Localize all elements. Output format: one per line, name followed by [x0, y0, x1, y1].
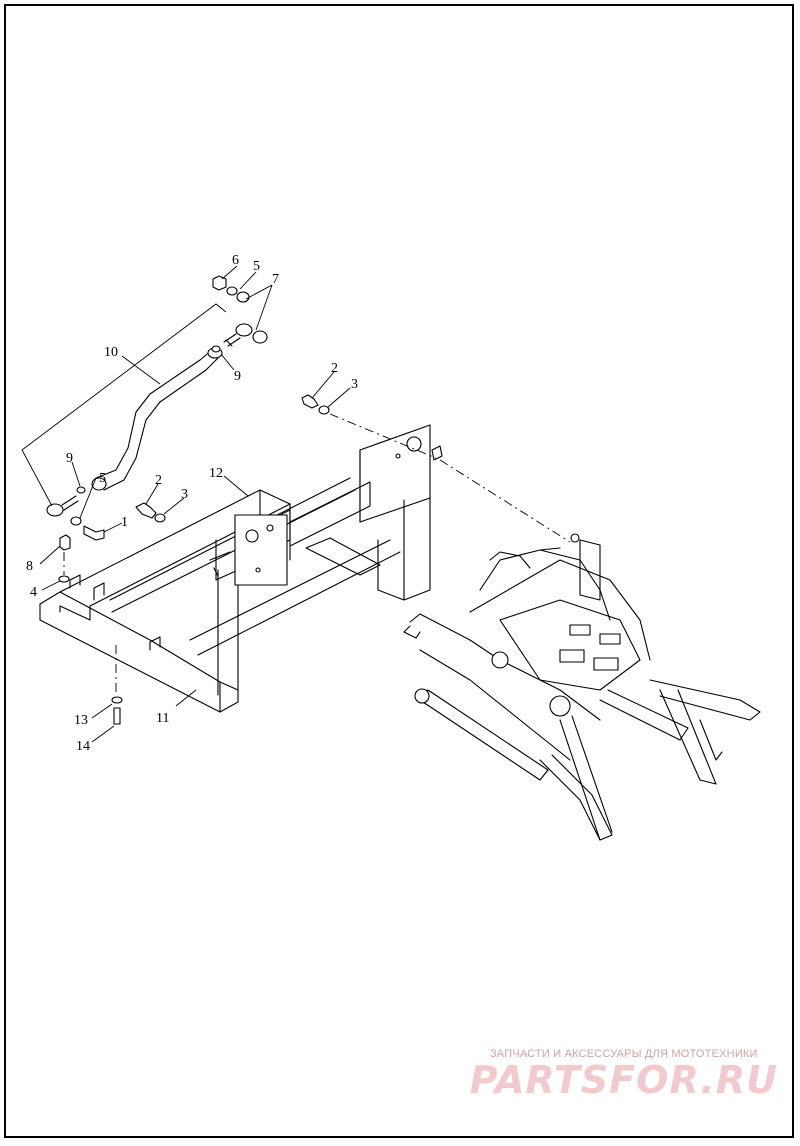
callout-1: 1 [121, 515, 128, 530]
watermark-tagline: ЗАПЧАСТИ И АКСЕССУАРЫ ДЛЯ МОТОТЕХНИКИ [489, 1048, 758, 1060]
callout-13: 13 [74, 713, 88, 728]
callout-3: 3 [181, 487, 188, 502]
rod-end-upper [223, 323, 253, 347]
page-border [4, 4, 794, 1138]
callout-5: 5 [253, 259, 260, 274]
callout-7: 7 [272, 272, 279, 287]
callout-10: 10 [104, 345, 118, 360]
callout-5: 5 [99, 471, 106, 486]
alignment-line-bolt [329, 413, 437, 459]
hardware-lower-left [58, 394, 330, 725]
watermark-logo: PARTSFOR.RU [469, 1058, 778, 1102]
callout-9: 9 [234, 369, 241, 384]
callout-2: 2 [155, 473, 162, 488]
swingarm-assembly [403, 533, 761, 841]
callout-14: 14 [76, 739, 90, 754]
callout-11: 11 [156, 711, 169, 726]
alignment-line-swingarm [439, 459, 571, 543]
hardware-upper [211, 275, 268, 353]
callout-12: 12 [209, 466, 223, 481]
callout-2: 2 [331, 361, 338, 376]
callout-3: 3 [351, 377, 358, 392]
callout-9: 9 [66, 451, 73, 466]
leader-lines [39, 265, 351, 743]
watermark: ЗАПЧАСТИ И АКСЕССУАРЫ ДЛЯ МОТОТЕХНИКИ PA… [470, 1048, 778, 1100]
callout-6: 6 [232, 253, 239, 268]
callout-labels: 6 5 7 10 9 2 3 9 5 2 3 12 1 8 4 13 11 14 [26, 253, 358, 754]
stabilizer-link-rod [91, 347, 223, 491]
rod-end-lower [46, 495, 79, 517]
callout-8: 8 [26, 559, 33, 574]
mounting-bracket [39, 424, 443, 713]
callout-4: 4 [30, 585, 37, 600]
